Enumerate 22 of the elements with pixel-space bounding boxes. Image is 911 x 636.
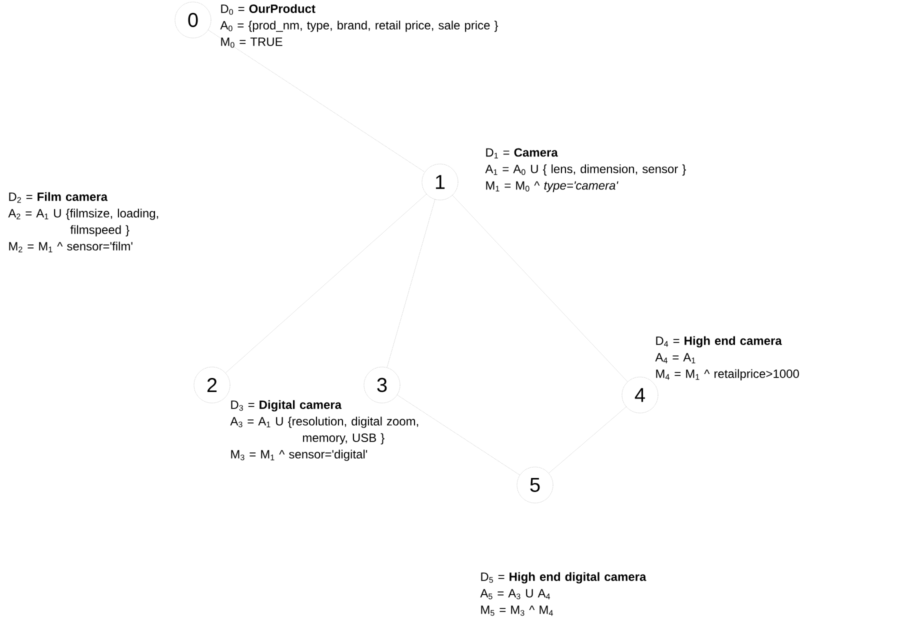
node-label: A$_{2}$ = A$_{1}$ U {filmsize, loading, filmspeed } <box>8 208 158 236</box>
node-label: M$_{3}$ = M$_{1}$ ^ sensor='digital' <box>231 450 368 461</box>
tree-edge <box>548 406 626 474</box>
node-label: D$_{5}$ = High end digital camera <box>481 572 646 584</box>
set-definition-text: D$_{2}$ = Film camera A$_{2}$ = A$_{1}$ U {filmsize, loading, filmspeed } M$_{2}$ = M$_{1}$ ^ sensor='film' <box>8 192 158 252</box>
set-definition-text: D$_{5}$ = High end digital camera A$_{5}$ = A$_{3}$ U A$_{4}$ M$_{5}$ = M$_{3}$ ^ M$_{4}$ <box>480 572 646 616</box>
node-label: M$_{1}$ = M$_{0}$ ^ type='camera' <box>486 181 618 192</box>
tree-edge <box>208 30 425 172</box>
tree-edge <box>452 195 628 382</box>
node-label: M$_{5}$ = M$_{3}$ ^ M$_{4}$ <box>481 606 553 616</box>
node-label: M$_{2}$ = M$_{1}$ ^ sensor='film' <box>9 242 132 252</box>
node-label: D$_{1}$ = Camera <box>486 148 558 158</box>
node-label: A$_{1}$ = A$_{0}$ U { lens, dimension, sensor } <box>485 164 686 176</box>
tree-edge <box>397 394 520 476</box>
tree-edge <box>386 199 436 368</box>
node-label: A$_{5}$ = A$_{3}$ U A$_{4}$ <box>480 589 550 600</box>
node-label: D$_{2}$ = Film camera <box>9 192 108 203</box>
tree-edge <box>225 194 427 374</box>
node-label: D$_{3}$ = Digital camera <box>231 400 342 412</box>
node-label: A$_{3}$ = A$_{1}$ U {resolution, digital zoom, memory, USB } <box>230 416 418 444</box>
set-definition-text: D$_{0}$ = OurProduct A$_{0}$ = {prod_nm, type, brand, retail price, sale price } M$_{0}$ = TRUE <box>220 4 498 48</box>
set-definition-text: D$_{1}$ = Camera A$_{1}$ = A$_{0}$ U { lens, dimension, sensor } M$_{1}$ = M$_{0}$ ^ type='camera' <box>485 148 686 192</box>
